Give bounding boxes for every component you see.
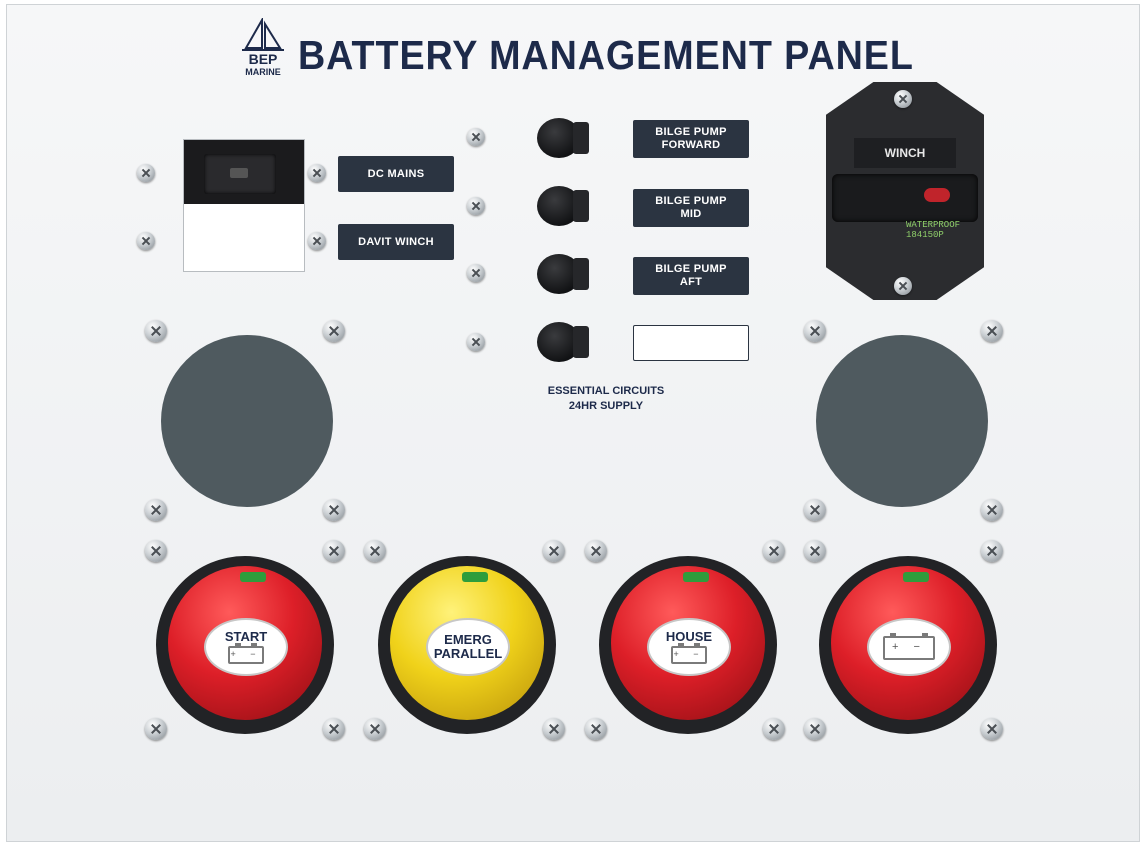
dc-mains-switch[interactable] — [183, 139, 305, 272]
battery-icon: + − — [883, 633, 935, 660]
davit-winch-label: DAVIT WINCH — [338, 224, 454, 260]
dc-mains-text: DC MAINS — [367, 167, 425, 180]
fuse-label-line2: FORWARD — [661, 139, 721, 151]
fuse-label-aft: BILGE PUMP AFT — [633, 257, 749, 295]
fuse-label-line2: MID — [680, 208, 702, 220]
blank-cutout-left — [161, 335, 333, 507]
reset-button[interactable] — [924, 188, 950, 202]
knob-label: START — [224, 629, 268, 644]
screw-icon — [308, 164, 326, 182]
fuse-holder-spare[interactable] — [537, 318, 589, 364]
screw-icon — [323, 499, 345, 521]
dc-mains-label: DC MAINS — [338, 156, 454, 192]
fuse-label-blank — [633, 325, 749, 361]
battery-switch-aux[interactable]: + − — [819, 556, 997, 734]
knob-label: EMERG — [444, 632, 492, 647]
screw-icon — [894, 90, 912, 108]
screw-icon — [467, 128, 485, 146]
knob-label-plate: EMERG PARALLEL — [426, 618, 510, 676]
knob-label-plate: HOUSE + − — [647, 618, 731, 676]
davit-winch-text: DAVIT WINCH — [358, 235, 434, 248]
fuse-holder-mid[interactable] — [537, 182, 589, 228]
rocker-toggle[interactable] — [204, 154, 276, 194]
battery-switch-house[interactable]: HOUSE + − — [599, 556, 777, 734]
fuse-holder-aft[interactable] — [537, 250, 589, 296]
screw-icon — [981, 320, 1003, 342]
switch-top — [184, 140, 304, 204]
winch-circuit-breaker[interactable]: WINCH WATERPROOF 184150P — [826, 82, 984, 300]
screw-icon — [145, 718, 167, 740]
on-indicator — [903, 572, 929, 582]
on-indicator — [240, 572, 266, 582]
screw-icon — [467, 333, 485, 351]
note-line1: ESSENTIAL CIRCUITS — [547, 385, 665, 397]
screw-icon — [804, 320, 826, 342]
screw-icon — [364, 718, 386, 740]
screw-icon — [804, 499, 826, 521]
screw-icon — [804, 540, 826, 562]
on-indicator — [462, 572, 488, 582]
fuse-label-line2: AFT — [679, 276, 703, 288]
screw-icon — [323, 320, 345, 342]
rotary-knob[interactable]: + − — [831, 566, 985, 720]
screw-icon — [145, 499, 167, 521]
knob-label-line2: PARALLEL — [433, 646, 503, 661]
fuse-label-mid: BILGE PUMP MID — [633, 189, 749, 227]
screw-icon — [981, 540, 1003, 562]
screw-icon — [543, 540, 565, 562]
logo-bep: BEP — [248, 51, 278, 67]
fuse-holder-forward[interactable] — [537, 114, 589, 160]
screw-icon — [145, 540, 167, 562]
fuse-label-forward: BILGE PUMP FORWARD — [633, 120, 749, 158]
on-indicator — [683, 572, 709, 582]
panel-title: BATTERY MANAGEMENT PANEL — [298, 32, 914, 78]
essential-circuits-note: ESSENTIAL CIRCUITS 24HR SUPPLY — [541, 384, 671, 414]
knob-label-plate: + − — [867, 618, 951, 676]
knob-label-plate: START + − — [204, 618, 288, 676]
fuse-label-line1: BILGE PUMP — [655, 263, 727, 275]
screw-icon — [364, 540, 386, 562]
stamp-line2: 184150P — [906, 230, 944, 240]
rotary-knob[interactable]: START + − — [168, 566, 322, 720]
screw-icon — [323, 718, 345, 740]
screw-icon — [467, 197, 485, 215]
battery-switch-emerg-parallel[interactable]: EMERG PARALLEL — [378, 556, 556, 734]
bep-marine-logo: BEP MARINE — [238, 18, 288, 78]
rotary-knob[interactable]: EMERG PARALLEL — [390, 566, 544, 720]
screw-icon — [585, 540, 607, 562]
fuse-label-line1: BILGE PUMP — [655, 195, 727, 207]
screw-icon — [543, 718, 565, 740]
screw-icon — [585, 718, 607, 740]
note-line2: 24HR SUPPLY — [568, 400, 644, 412]
screw-icon — [145, 320, 167, 342]
breaker-label: WINCH — [854, 138, 956, 168]
screw-icon — [467, 264, 485, 282]
screw-icon — [981, 499, 1003, 521]
battery-switch-start[interactable]: START + − — [156, 556, 334, 734]
breaker-lever[interactable] — [832, 174, 978, 222]
breaker-stamp: WATERPROOF 184150P — [906, 220, 960, 240]
sailboat-icon — [242, 18, 284, 51]
battery-icon: + − — [671, 643, 707, 664]
fuse-label-line1: BILGE PUMP — [655, 126, 727, 138]
stamp-line1: WATERPROOF — [906, 220, 961, 230]
battery-icon: + − — [228, 643, 264, 664]
screw-icon — [804, 718, 826, 740]
screw-icon — [894, 277, 912, 295]
screw-icon — [981, 718, 1003, 740]
screw-icon — [763, 540, 785, 562]
screw-icon — [137, 232, 155, 250]
screw-icon — [323, 540, 345, 562]
screw-icon — [137, 164, 155, 182]
knob-label: HOUSE — [665, 629, 713, 644]
logo-marine: MARINE — [245, 67, 281, 77]
blank-cutout-right — [816, 335, 988, 507]
screw-icon — [763, 718, 785, 740]
screw-icon — [308, 232, 326, 250]
rotary-knob[interactable]: HOUSE + − — [611, 566, 765, 720]
